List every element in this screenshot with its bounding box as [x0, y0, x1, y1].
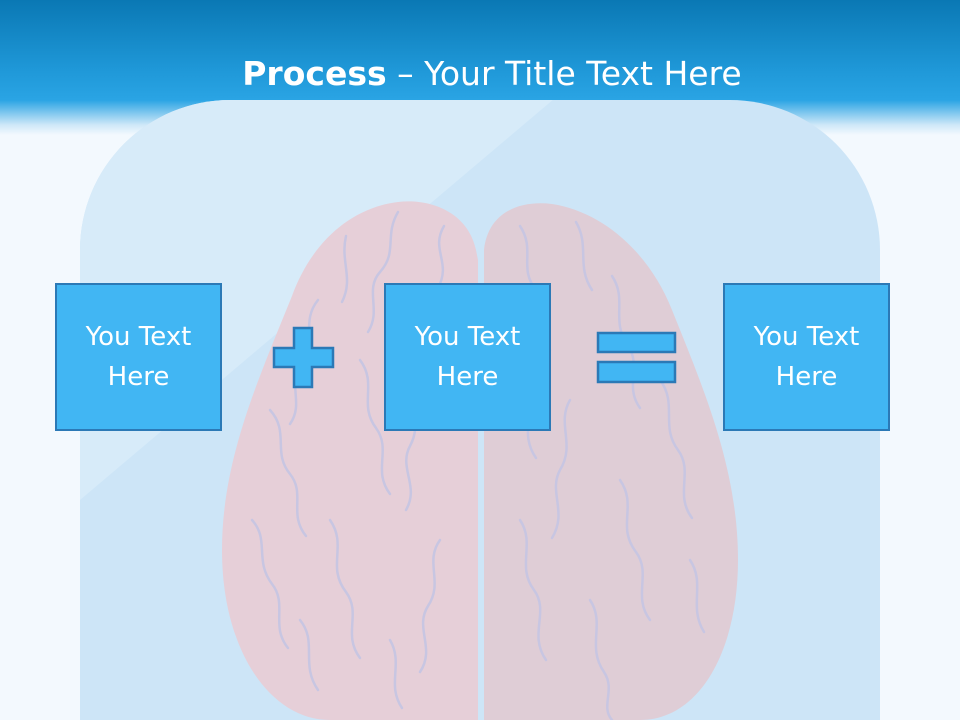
equals-icon	[596, 331, 677, 384]
brain-right-hemisphere	[484, 203, 738, 720]
process-box-3-text: You Text Here	[753, 322, 860, 392]
plus-icon	[272, 326, 335, 389]
process-box-1-text: You Text Here	[85, 322, 192, 392]
process-box-1: You Text Here	[55, 283, 222, 431]
process-box-2: You Text Here	[384, 283, 551, 431]
title-dash: –	[386, 54, 425, 93]
brain-left-hemisphere	[222, 201, 478, 720]
title-rest: Your Title Text Here	[424, 54, 742, 93]
process-box-2-text: You Text Here	[414, 322, 521, 392]
diagonal-shade	[80, 100, 880, 500]
process-box-3: You Text Here	[723, 283, 890, 431]
slide-title: Process – Your Title Text Here	[0, 52, 960, 96]
title-bold: Process	[242, 54, 387, 93]
